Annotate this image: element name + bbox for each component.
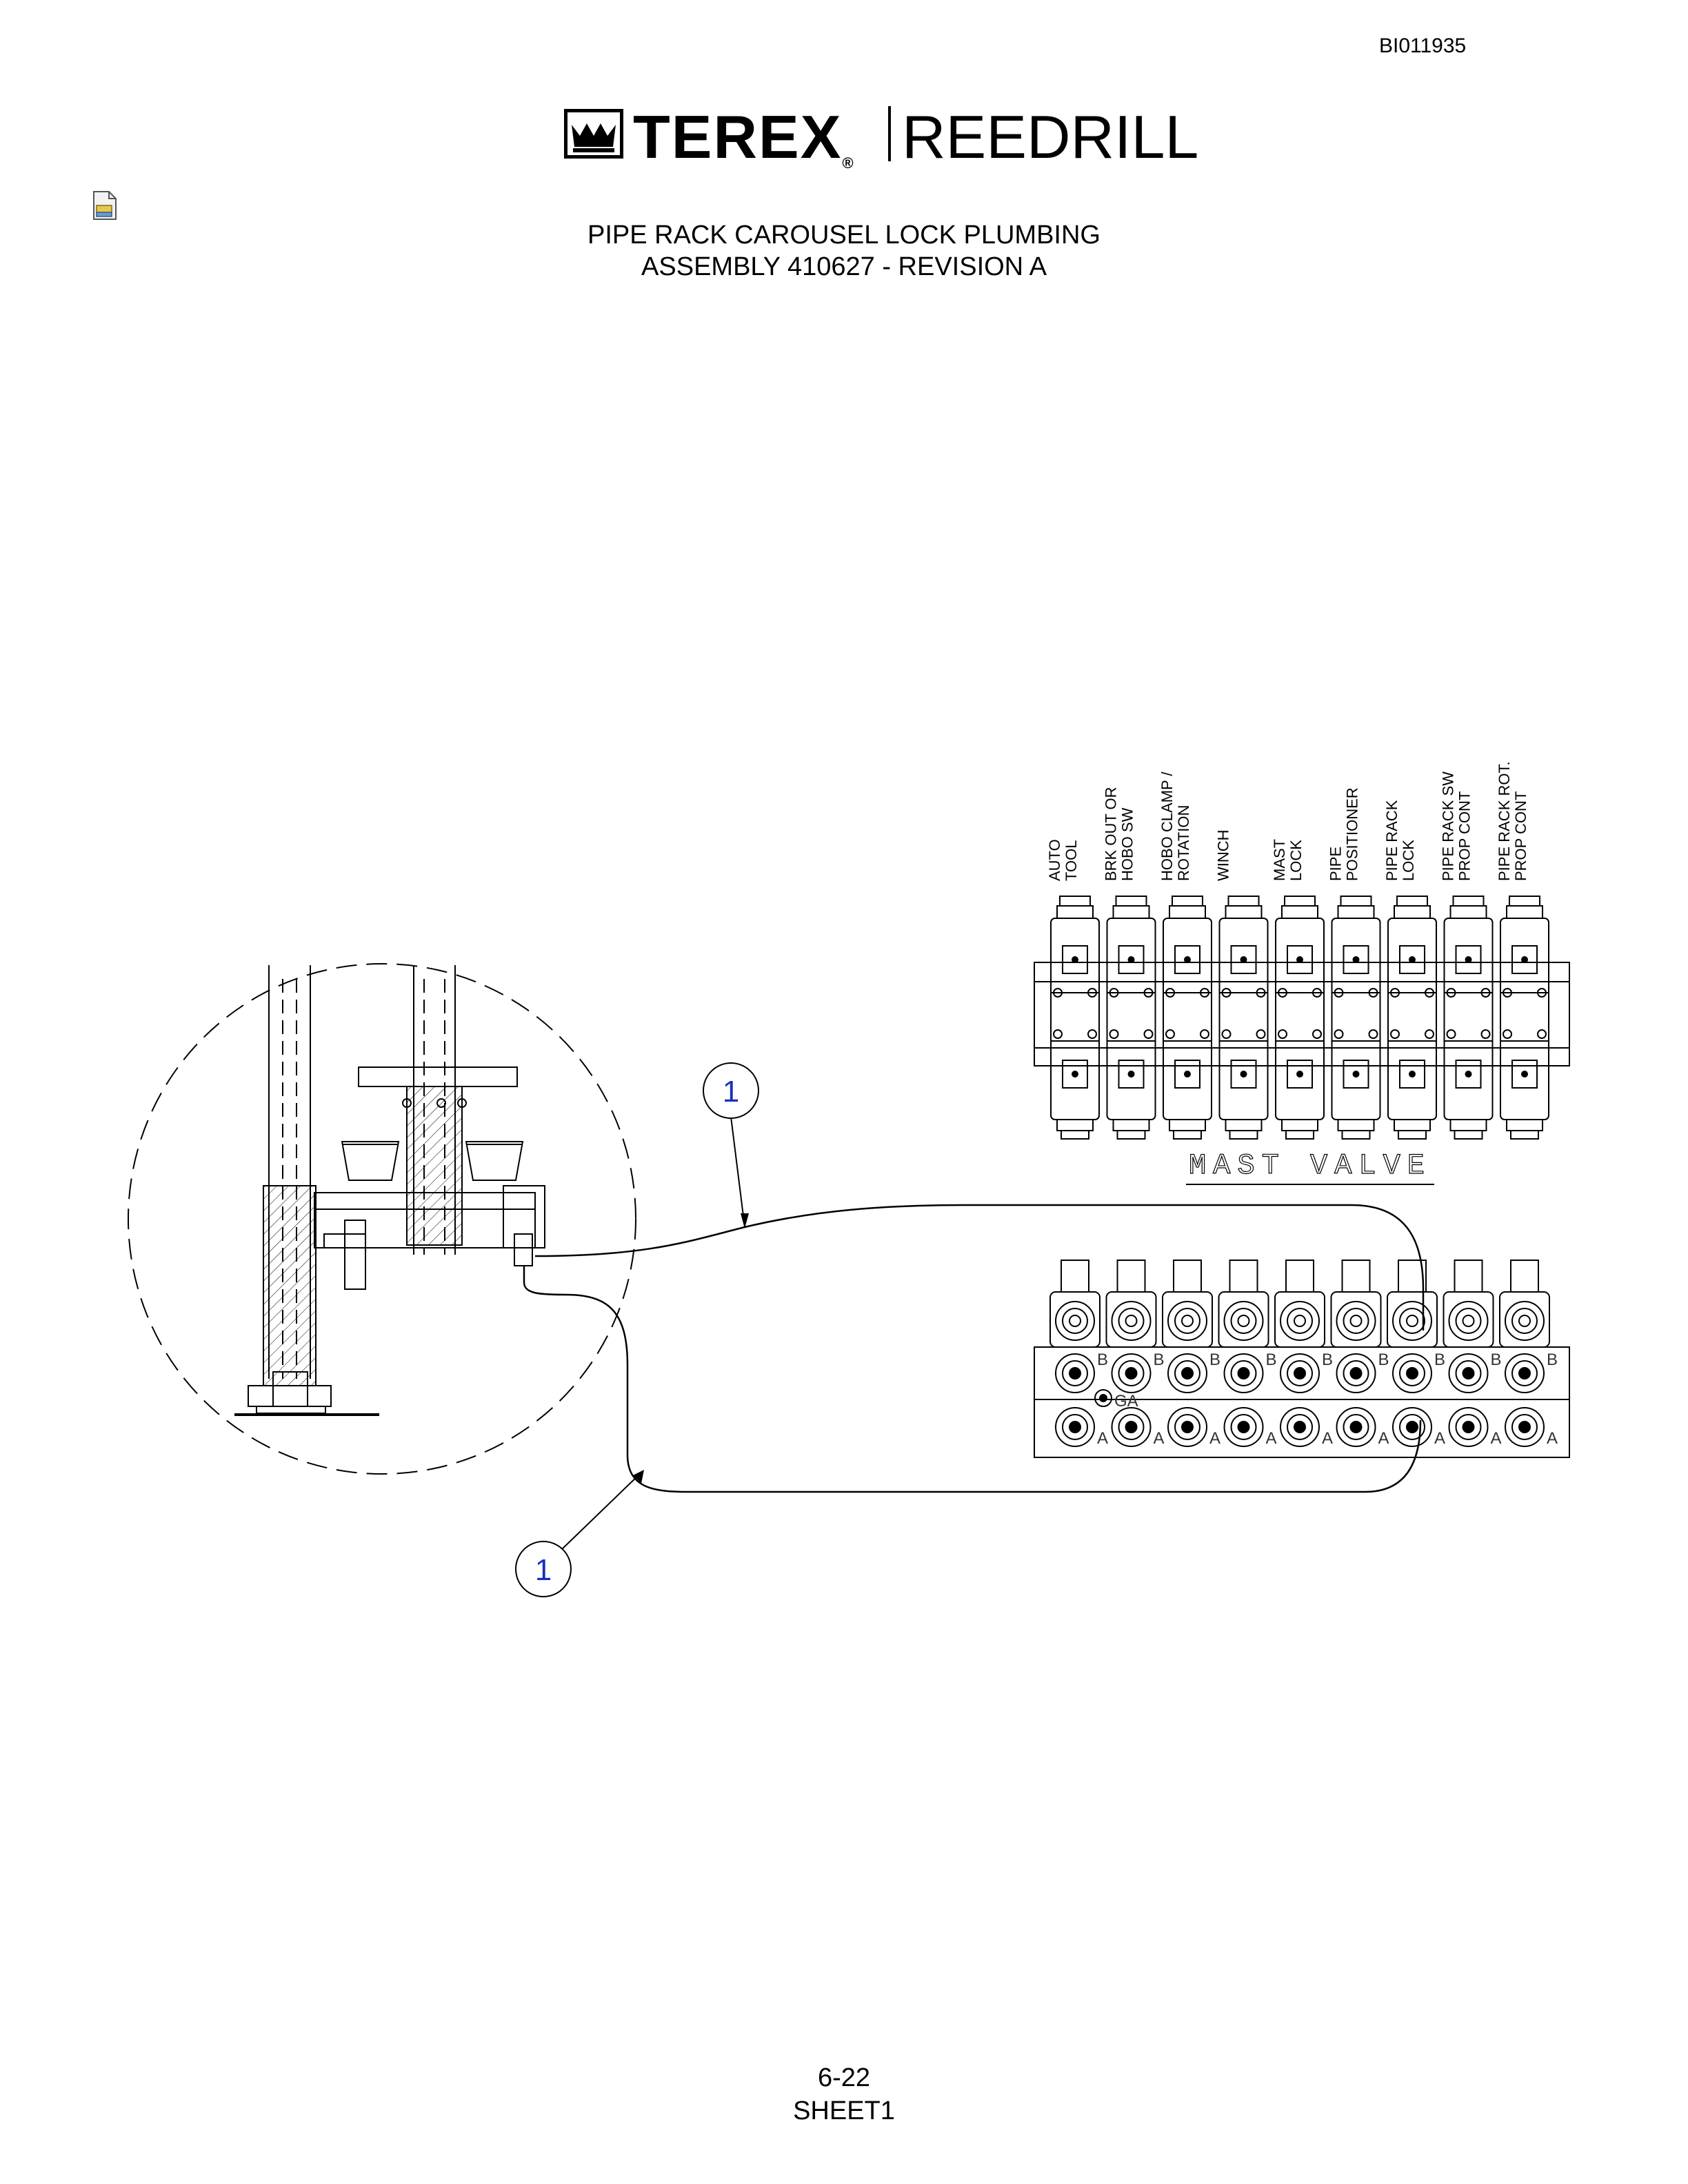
manifold-station-7	[1387, 1260, 1438, 1447]
attachment-file-icon[interactable]	[91, 190, 119, 221]
manifold-station-3	[1162, 1260, 1213, 1447]
valve-section-2	[1106, 896, 1156, 1140]
port-b-label-7: B	[1434, 1351, 1445, 1369]
manifold-station-4	[1218, 1260, 1269, 1447]
gauge-port-label: GA	[1114, 1392, 1138, 1410]
port-b-label-5: B	[1322, 1351, 1333, 1369]
valve-section-6	[1331, 896, 1381, 1140]
valve-label-8-line1: PIPE RACK SW	[1440, 771, 1457, 881]
title-line-1: PIPE RACK CAROUSEL LOCK PLUMBING	[587, 221, 1101, 250]
valve-label-1-line1: AUTO	[1046, 839, 1063, 881]
port-b-label-3: B	[1209, 1351, 1220, 1369]
title-line-2: ASSEMBLY 410627 - REVISION A	[641, 252, 1047, 281]
manifold-station-2	[1105, 1260, 1157, 1447]
valve-label-9-line2: PROP CONT	[1512, 791, 1529, 881]
valve-label-5-line2: LOCK	[1287, 840, 1305, 881]
port-a-label-8: A	[1491, 1429, 1502, 1448]
mast-valve-sections	[1050, 896, 1549, 1140]
port-b-label-8: B	[1491, 1351, 1502, 1369]
valve-label-6-line1: PIPE	[1327, 847, 1345, 881]
valve-label-2-line1: BRK OUT OR	[1103, 787, 1120, 881]
callout-top: 1	[703, 1062, 759, 1119]
hose-line-a	[523, 1266, 1422, 1493]
valve-label-3-line2: ROTATION	[1175, 805, 1192, 881]
callout-bottom-number: 1	[535, 1553, 552, 1587]
document-id: BI011935	[1379, 34, 1467, 57]
port-b-label-2: B	[1154, 1351, 1165, 1369]
callout-top-number: 1	[723, 1075, 739, 1109]
valve-label-9-line1: PIPE RACK ROT.	[1496, 761, 1513, 881]
logo-registered: ®	[842, 154, 855, 172]
page-number: 6-22	[817, 2063, 871, 2092]
valve-label-4-line1: WINCH	[1215, 829, 1232, 881]
mast-valve-label: MAST VALVE	[1189, 1149, 1431, 1182]
port-a-label-3: A	[1209, 1429, 1220, 1448]
port-b-label-4: B	[1266, 1351, 1277, 1369]
manifold-station-6	[1330, 1260, 1382, 1447]
valve-label-1-line2: TOOL	[1063, 840, 1080, 881]
port-a-label-6: A	[1378, 1429, 1389, 1448]
hose-line-b	[534, 1204, 1425, 1331]
port-a-label-4: A	[1266, 1429, 1277, 1448]
valve-label-5-line1: MAST	[1271, 839, 1288, 881]
valve-label-7-line1: PIPE RACK	[1383, 800, 1400, 881]
valve-section-3	[1163, 896, 1212, 1140]
port-a-label-9: A	[1547, 1429, 1558, 1448]
port-a-label-5: A	[1322, 1429, 1333, 1448]
logo-product: REEDRILL	[902, 103, 1199, 171]
port-a-label-7: A	[1434, 1429, 1445, 1448]
port-b-label-1: B	[1097, 1351, 1108, 1369]
valve-section-4	[1218, 896, 1269, 1140]
valve-label-3-line1: HOBO CLAMP /	[1158, 771, 1176, 881]
callout-bottom: 1	[515, 1541, 572, 1597]
terex-crown-icon	[564, 109, 623, 159]
manifold-ports: B A B A B A B A B A B A B A B A B A GA	[1049, 1260, 1558, 1448]
port-a-label-1: A	[1097, 1429, 1108, 1448]
logo-brand: TEREX	[633, 103, 843, 171]
valve-label-7-line2: LOCK	[1400, 840, 1417, 881]
drawing-title: PIPE RACK CAROUSEL LOCK PLUMBING ASSEMBL…	[0, 219, 1688, 283]
valve-section-7	[1387, 896, 1437, 1140]
valve-section-1	[1050, 896, 1100, 1140]
valve-section-8	[1443, 896, 1494, 1140]
carousel-detail-view	[128, 963, 636, 1475]
logo-divider	[888, 106, 891, 161]
gauge-port	[1094, 1389, 1112, 1407]
port-a-label-2: A	[1154, 1429, 1165, 1448]
manifold-station-9	[1499, 1260, 1550, 1447]
valve-label-2-line2: HOBO SW	[1119, 807, 1136, 881]
sheet-label: SHEET1	[793, 2096, 895, 2125]
valve-section-5	[1275, 896, 1325, 1140]
manifold-station-5	[1274, 1260, 1325, 1447]
page-footer: 6-22 SHEET1	[0, 2061, 1688, 2127]
manifold-station-8	[1443, 1260, 1494, 1447]
valve-section-9	[1500, 896, 1549, 1140]
valve-label-8-line2: PROP CONT	[1456, 791, 1474, 881]
port-b-label-6: B	[1378, 1351, 1389, 1369]
port-b-label-9: B	[1547, 1351, 1558, 1369]
valve-label-6-line2: POSITIONER	[1344, 787, 1361, 881]
manifold-station-1	[1049, 1260, 1101, 1447]
terex-reedrill-logo: TEREX® REEDRILL	[564, 103, 1198, 172]
